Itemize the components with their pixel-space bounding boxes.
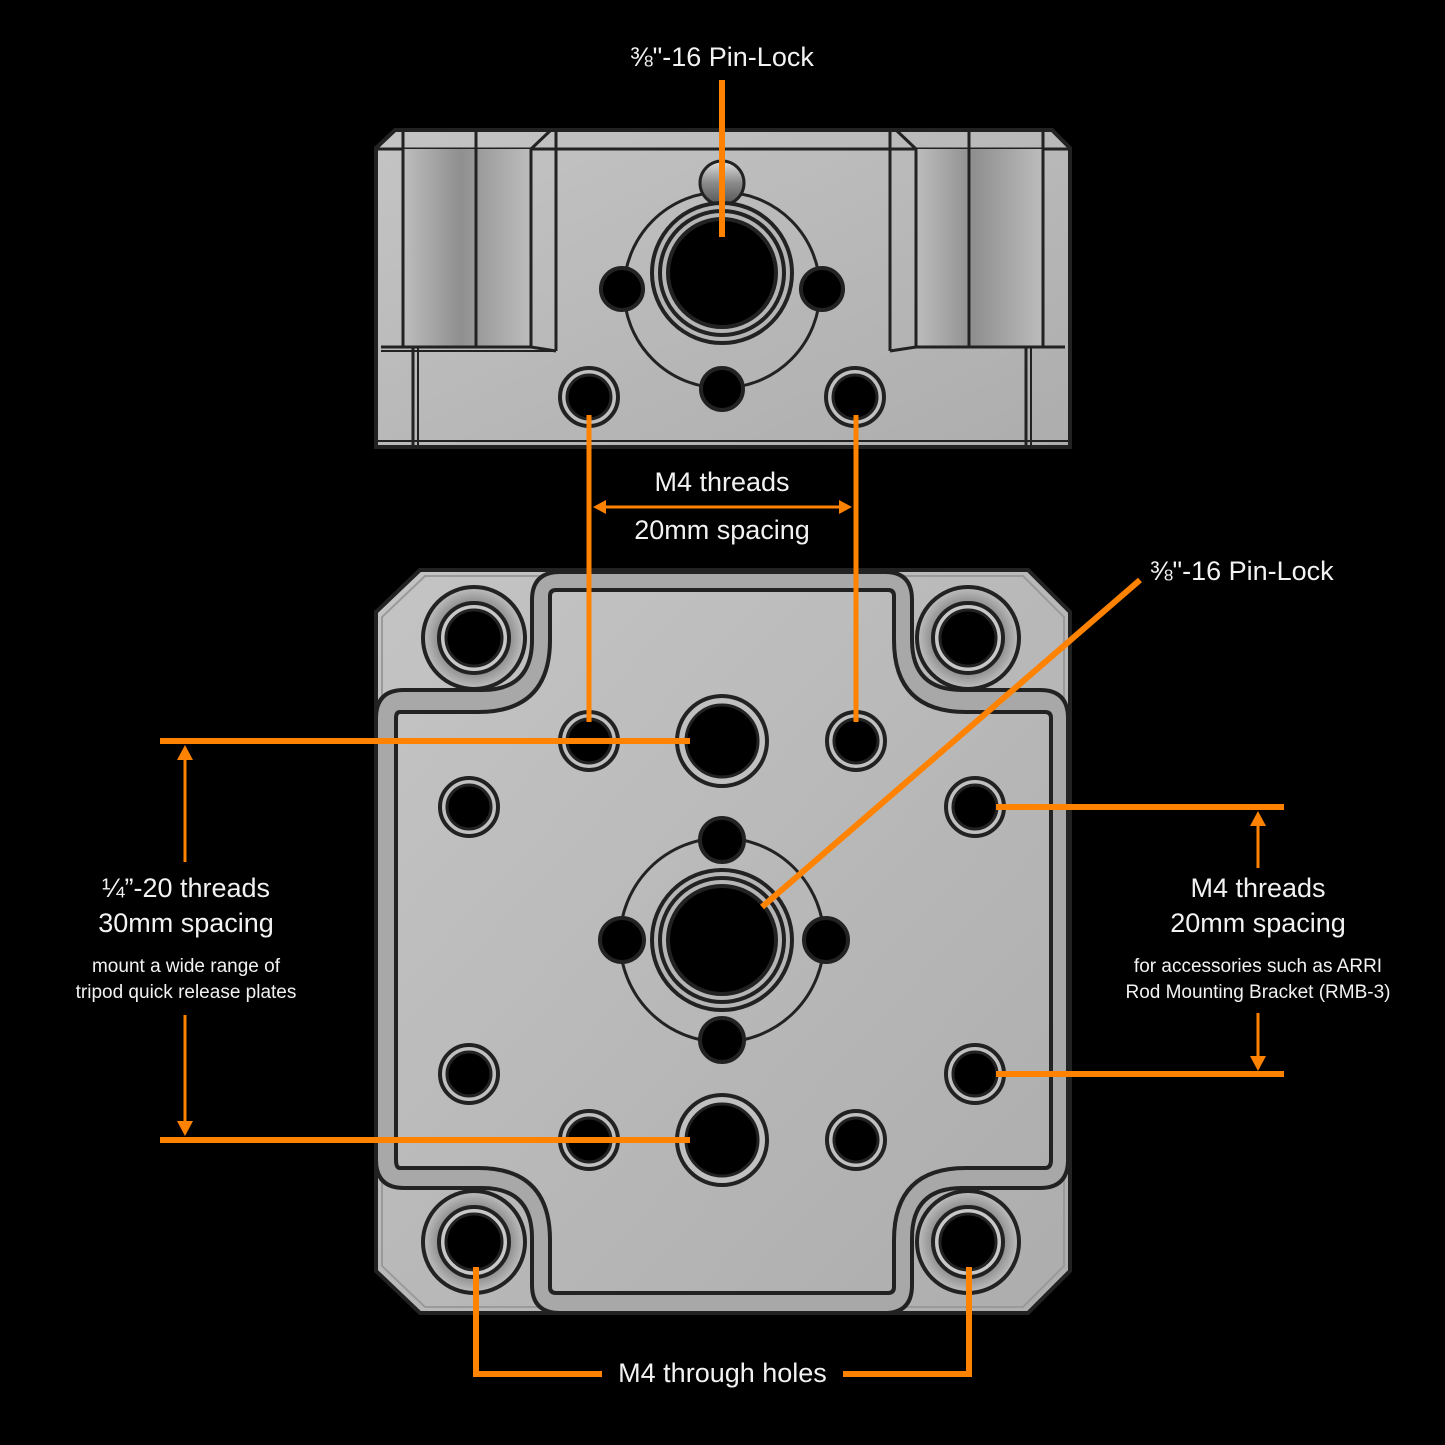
- side-small-hole: [599, 266, 645, 312]
- side-small-hole: [699, 366, 745, 412]
- through-hole-leader-right: [843, 1267, 972, 1377]
- right-m4-desc-line1: for accessories such as ARRI: [1133, 956, 1383, 977]
- quarter-label-line1: ¼”-20 threads: [101, 873, 271, 903]
- through-holes-label: M4 through holes: [618, 1358, 827, 1388]
- corner-hole-bottom-right: [915, 1189, 1021, 1295]
- top-m4-label-line1: M4 threads: [654, 467, 790, 497]
- quarter-desc-line2: tripod quick release plates: [75, 982, 297, 1003]
- top-view-plate: [374, 568, 1072, 1315]
- arrowhead-down: [177, 1121, 193, 1136]
- quarter-20-hole-bottom: [675, 1093, 769, 1187]
- corner-hole-bottom-left: [421, 1189, 527, 1295]
- top-pinlock-label: ⅜"-16 Pin-Lock: [630, 42, 814, 72]
- arrowhead-up: [1250, 811, 1266, 826]
- arrowhead-left: [593, 500, 606, 514]
- quarter-20-hole-top: [675, 694, 769, 788]
- quarter-label-line2: 30mm spacing: [98, 908, 274, 938]
- main-pinlock-leader: [760, 577, 1142, 910]
- center-pinlock: [598, 816, 850, 1064]
- arrowhead-right: [839, 500, 852, 514]
- left-groove: [403, 149, 531, 347]
- right-m4-label-line2: 20mm spacing: [1170, 908, 1346, 938]
- right-m4-label-line1: M4 threads: [1190, 873, 1326, 903]
- callout-lines: [160, 80, 1284, 1377]
- arrowhead-up: [177, 745, 193, 760]
- main-pinlock-label: ⅜"-16 Pin-Lock: [1150, 556, 1334, 586]
- side-view-block: [374, 128, 1072, 449]
- m4-hole: [438, 710, 1006, 1171]
- arrowhead-down: [1250, 1056, 1266, 1071]
- side-small-hole: [799, 266, 845, 312]
- top-m4-label-line2: 20mm spacing: [634, 515, 810, 545]
- corner-hole-top-right: [915, 585, 1021, 691]
- right-groove: [916, 149, 1044, 347]
- corner-hole-top-left: [421, 585, 527, 691]
- through-hole-leader-left: [473, 1267, 602, 1377]
- quarter-desc-line1: mount a wide range of: [91, 956, 280, 977]
- right-m4-desc-line2: Rod Mounting Bracket (RMB-3): [1125, 982, 1391, 1003]
